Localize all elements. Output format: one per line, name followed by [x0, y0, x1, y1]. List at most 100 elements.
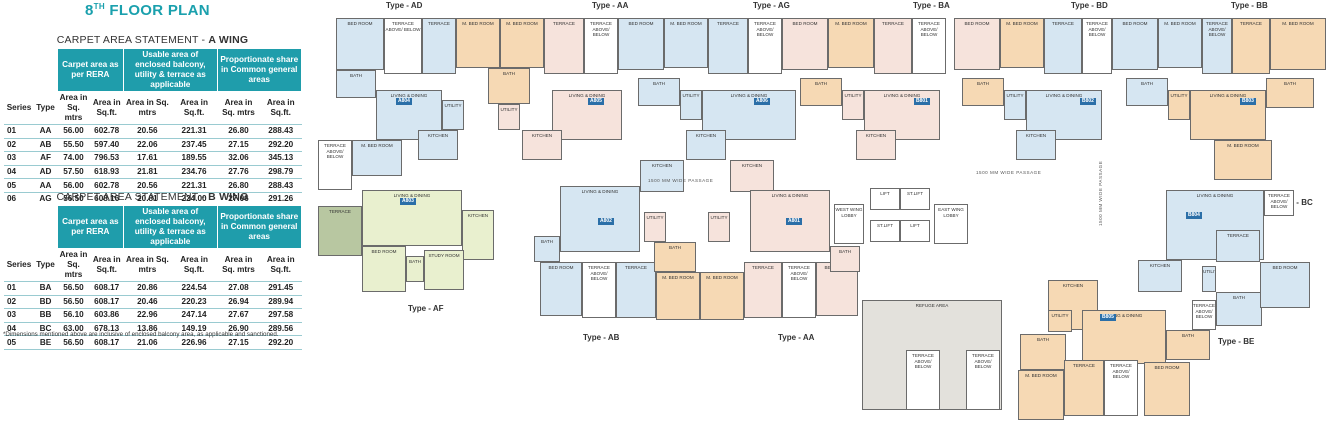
- table-cell: 602.78: [89, 178, 124, 193]
- table-cell: 26.80: [217, 124, 260, 139]
- table-cell: 297.58: [259, 308, 302, 323]
- table-cell: 56.50: [57, 281, 90, 296]
- b-wing-subheader: Area in Sq. mtrs: [217, 248, 260, 282]
- table-cell: 55.50: [57, 138, 90, 153]
- table-cell: 17.61: [123, 151, 172, 166]
- table-cell: 05: [4, 178, 34, 193]
- b-wing-table: Carpet area as per RERA Usable area of e…: [4, 205, 302, 350]
- kitchen: KITCHEN: [730, 160, 774, 192]
- kitchen: KITCHEN: [686, 130, 726, 160]
- table-cell: 224.54: [171, 281, 217, 296]
- master-bed-room: M. BED ROOM: [500, 18, 544, 68]
- master-bed-room: M. BED ROOM: [664, 18, 708, 68]
- kitchen: KITCHEN: [462, 210, 494, 260]
- table-cell: 26.94: [217, 295, 260, 310]
- unit-tag: A805: [588, 98, 604, 105]
- table-cell: 56.00: [57, 124, 90, 139]
- table-cell: 27.15: [217, 138, 260, 153]
- terrace: TERRACE: [544, 18, 584, 74]
- utility: UTILITY: [1004, 90, 1026, 120]
- type-label: Type - AF: [408, 304, 444, 313]
- table-cell: 288.43: [259, 124, 302, 139]
- unit-tag: A806: [754, 98, 770, 105]
- type-label: Type - AD: [386, 1, 423, 10]
- bath: BATH: [1266, 78, 1314, 108]
- table-cell: 04: [4, 322, 34, 337]
- table-cell: 796.53: [89, 151, 124, 166]
- b-wing-subheader: Area in Sq.ft.: [171, 248, 217, 282]
- terrace: TERRACE: [1216, 230, 1260, 262]
- terrace-above: TERRACE ABOVE/ BELOW: [318, 140, 352, 190]
- a-wing-subheader: Area in Sq.ft.: [259, 91, 302, 125]
- table-cell: 288.43: [259, 178, 302, 193]
- unit-tag: A804: [396, 98, 412, 105]
- terrace: TERRACE: [708, 18, 748, 74]
- terrace-above: TERRACE ABOVE/ BELOW: [1082, 18, 1112, 74]
- unit-tag: B801: [914, 98, 930, 105]
- utility: UTILITY: [498, 104, 520, 130]
- a-wing-subheader: Area in Sq. mtrs: [217, 91, 260, 125]
- unit-tag: B803: [1240, 98, 1256, 105]
- table-cell: 189.55: [171, 151, 217, 166]
- table-cell: AA: [33, 178, 58, 193]
- table-cell: 289.56: [259, 322, 302, 337]
- terrace-above: TERRACE ABOVE/ BELOW: [906, 350, 940, 410]
- west-wing-lobby: WEST WING LOBBY: [834, 204, 864, 244]
- table-cell: 603.86: [89, 308, 124, 323]
- page-title: 8TH FLOOR PLAN: [85, 2, 210, 19]
- table-cell: 22.96: [123, 308, 172, 323]
- east-wing-lobby: EAST WING LOBBY: [934, 204, 968, 244]
- a-wing-subheader: Area in Sq.ft.: [89, 91, 124, 125]
- table-cell: 298.79: [259, 165, 302, 180]
- b-wing-subheader: Area in Sq.ft.: [259, 248, 302, 282]
- table-cell: 608.17: [89, 295, 124, 310]
- terrace-above: TERRACE ABOVE/ BELOW: [384, 18, 422, 74]
- bath: BATH: [1126, 78, 1168, 106]
- living-dining: LIVING & DINING: [1082, 310, 1166, 364]
- b-wing-subheader: Area in Sq.ft.: [89, 248, 124, 282]
- terrace-above: TERRACE ABOVE/ BELOW: [1264, 190, 1294, 216]
- table-cell: 03: [4, 308, 34, 323]
- table-cell: 56.10: [57, 308, 90, 323]
- living-dining: LIVING & DINING: [702, 90, 796, 140]
- a-wing-subheader: Area in Sq. mtrs: [57, 91, 90, 125]
- terrace: TERRACE: [1044, 18, 1082, 74]
- table-cell: 56.50: [57, 295, 90, 310]
- bed-room: BED ROOM: [954, 18, 1000, 70]
- table-cell: 20.56: [123, 178, 172, 193]
- bath: BATH: [830, 246, 860, 272]
- b-wing-subheader: Area in Sq. mtrs: [57, 248, 90, 282]
- table-cell: 57.50: [57, 165, 90, 180]
- table-cell: 247.14: [171, 308, 217, 323]
- table-cell: 608.17: [89, 335, 124, 350]
- table-cell: BE: [33, 335, 58, 350]
- table-cell: 20.86: [123, 281, 172, 296]
- table-cell: 291.45: [259, 281, 302, 296]
- table-cell: 221.31: [171, 178, 217, 193]
- bath: BATH: [962, 78, 1004, 106]
- table-cell: AA: [33, 124, 58, 139]
- terrace-above: TERRACE ABOVE/ BELOW: [912, 18, 946, 74]
- type-label: Type - BA: [913, 1, 950, 10]
- a-wing-subheader: Type: [33, 91, 58, 125]
- table-cell: 26.80: [217, 178, 260, 193]
- table-cell: 13.86: [123, 322, 172, 337]
- table-cell: AD: [33, 165, 58, 180]
- bath: BATH: [406, 256, 424, 282]
- table-cell: 27.15: [217, 335, 260, 350]
- bed-room: BED ROOM: [618, 18, 664, 70]
- table-cell: BB: [33, 308, 58, 323]
- table-cell: 32.06: [217, 151, 260, 166]
- table-cell: 678.13: [89, 322, 124, 337]
- a-wing-heading: CARPET AREA STATEMENT - A WING: [56, 34, 249, 46]
- bath: BATH: [1216, 292, 1262, 326]
- table-cell: 220.23: [171, 295, 217, 310]
- bed-room: BED ROOM: [1112, 18, 1158, 70]
- kitchen: KITCHEN: [1016, 130, 1056, 160]
- floor-plan: Type - AD Type - AA Type - AG Type - BA …: [308, 0, 1336, 429]
- master-bed-room: M. BED ROOM: [1270, 18, 1326, 70]
- table-cell: 26.90: [217, 322, 260, 337]
- bed-room: BED ROOM: [540, 262, 582, 316]
